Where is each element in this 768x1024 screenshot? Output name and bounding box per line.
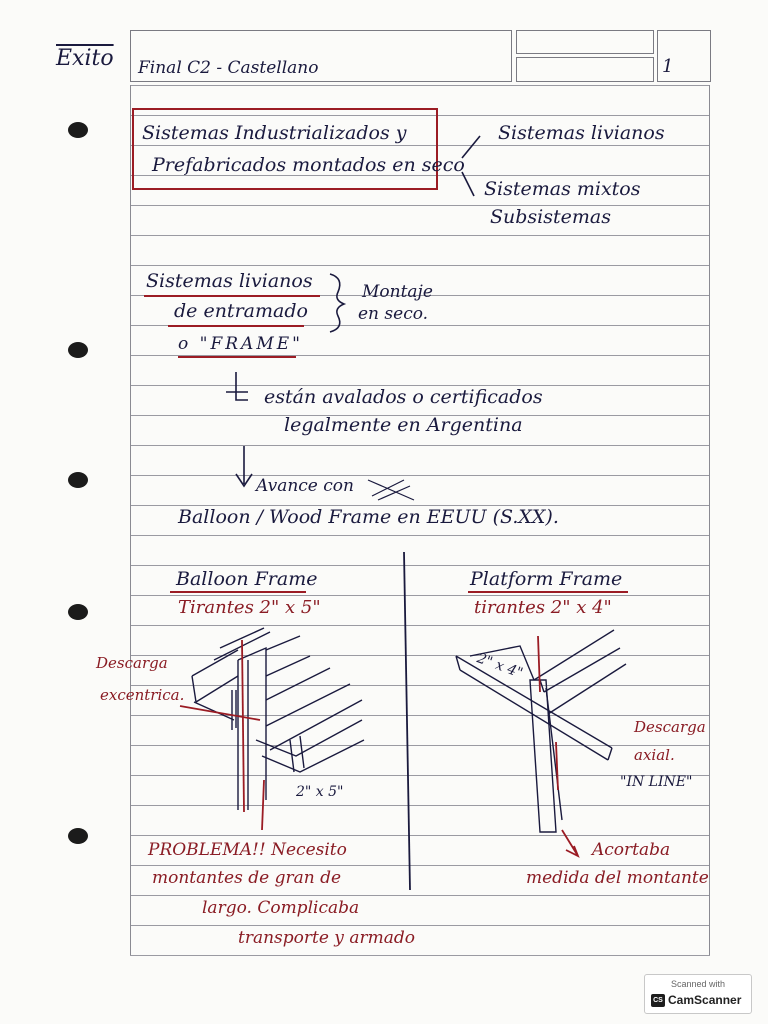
branch-subsystems: Subsistemas xyxy=(490,206,611,228)
avalados-line2: legalmente en Argentina xyxy=(284,414,523,436)
binder-hole xyxy=(68,472,88,488)
header-box-upper xyxy=(516,30,654,54)
in-line-label: "IN LINE" xyxy=(620,774,693,790)
scanner-caption: Scanned with xyxy=(670,979,726,989)
balloon-tirantes: Tirantes 2" x 5" xyxy=(178,597,321,618)
page-number: 1 xyxy=(662,56,674,77)
underline xyxy=(168,325,304,327)
balloon-wood-text: Balloon / Wood Frame en EEUU (S.XX). xyxy=(178,506,559,528)
binder-hole xyxy=(68,604,88,620)
balloon-dimension: 2" x 5" xyxy=(296,784,344,800)
problem-line2: montantes de gran de xyxy=(152,868,342,888)
underline xyxy=(144,295,320,297)
avalados-line1: están avalados o certificados xyxy=(264,386,543,408)
underline xyxy=(178,356,296,358)
underline xyxy=(170,591,306,593)
descarga-axial-line2: axial. xyxy=(634,746,675,764)
branch-light-systems: Sistemas livianos xyxy=(498,122,665,144)
topic-title-line1: Sistemas Industrializados y xyxy=(142,122,407,144)
header-title-box xyxy=(130,30,512,82)
camscanner-logo-icon: CS xyxy=(651,994,665,1007)
corner-note: Exito xyxy=(56,46,114,71)
branch-mixed-systems: Sistemas mixtos xyxy=(484,178,641,200)
descarga-excentrica-line1: Descarga xyxy=(96,654,168,672)
montaje-line2: en seco. xyxy=(358,304,429,324)
problem-line3: largo. Complicaba xyxy=(202,898,360,918)
light-systems-line2: de entramado xyxy=(174,300,308,322)
header-page-box xyxy=(657,30,711,82)
descarga-axial-line1: Descarga xyxy=(634,718,706,736)
scanner-name: CamScanner xyxy=(668,993,742,1007)
frame-label: o "FRAME" xyxy=(178,334,303,354)
problem-line4: transporte y armado xyxy=(238,928,415,948)
binder-hole xyxy=(68,342,88,358)
camscanner-badge: Scanned with CS CamScanner xyxy=(644,974,752,1014)
binder-hole xyxy=(68,122,88,138)
platform-tirantes: tirantes 2" x 4" xyxy=(474,597,612,618)
balloon-frame-title: Balloon Frame xyxy=(176,568,318,590)
problem-line1: PROBLEMA!! Necesito xyxy=(148,840,347,860)
descarga-excentrica-line2: excentrica. xyxy=(100,686,185,704)
header-box-lower xyxy=(516,57,654,82)
montaje-line1: Montaje xyxy=(362,282,433,302)
header-title: Final C2 - Castellano xyxy=(138,58,319,78)
platform-frame-title: Platform Frame xyxy=(470,568,623,590)
topic-title-box xyxy=(132,108,438,190)
acortaba-line1: Acortaba xyxy=(592,840,671,860)
topic-title-line2: Prefabricados montados en seco xyxy=(152,154,465,176)
light-systems-line1: Sistemas livianos xyxy=(146,270,313,292)
underline xyxy=(468,591,628,593)
avance-text: Avance con xyxy=(256,476,354,496)
acortaba-line2: medida del montante xyxy=(526,868,709,888)
binder-hole xyxy=(68,828,88,844)
